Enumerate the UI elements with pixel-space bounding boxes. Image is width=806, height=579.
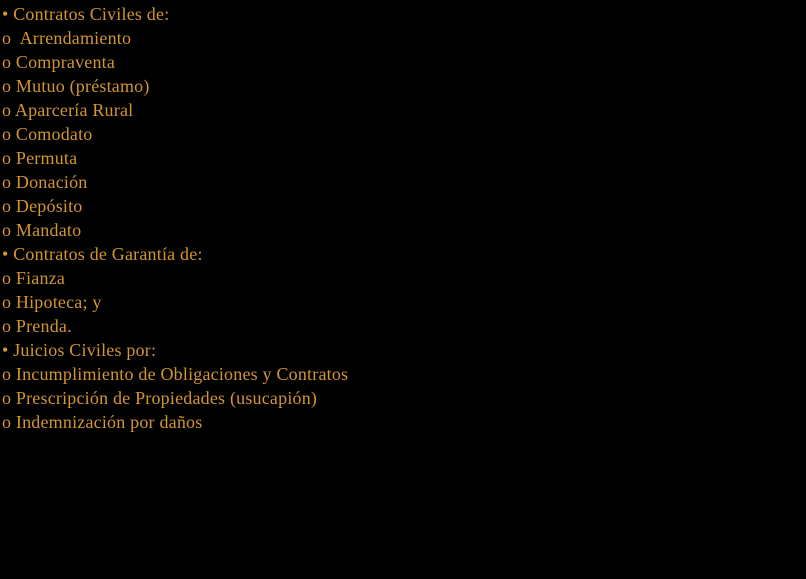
bullet-line-compraventa: o Compraventa bbox=[2, 52, 116, 72]
bullet-line-aparceria-rural: o Aparcería Rural bbox=[2, 100, 134, 120]
bullet-line-incumplimiento: o Incumplimiento de Obligaciones y Contr… bbox=[2, 364, 349, 384]
bullet-line-contratos-garantia: • Contratos de Garantía de: bbox=[2, 244, 203, 264]
bullet-line-fianza: o Fianza bbox=[2, 268, 66, 288]
bullet-line-donacion: o Donación bbox=[2, 172, 88, 192]
bullet-line-hipoteca: o Hipoteca; y bbox=[2, 292, 102, 312]
bullet-line-arrendamiento: o Arrendamiento bbox=[2, 28, 132, 48]
bullet-line-contratos-civiles: • Contratos Civiles de: bbox=[2, 4, 170, 24]
bullet-line-indemnizacion: o Indemnización por daños bbox=[2, 412, 203, 432]
bullet-line-comodato: o Comodato bbox=[2, 124, 93, 144]
bullet-line-mutuo: o Mutuo (préstamo) bbox=[2, 76, 150, 96]
bullet-line-permuta: o Permuta bbox=[2, 148, 78, 168]
bullet-line-deposito: o Depósito bbox=[2, 196, 83, 216]
bullet-line-prenda: o Prenda. bbox=[2, 316, 72, 336]
bullet-line-mandato: o Mandato bbox=[2, 220, 82, 240]
slide-bullet-list: • Contratos Civiles de: o Arrendamiento … bbox=[2, 2, 782, 434]
bullet-line-juicios-civiles: • Juicios Civiles por: bbox=[2, 340, 157, 360]
bullet-line-prescripcion: o Prescripción de Propiedades (usucapión… bbox=[2, 388, 318, 408]
